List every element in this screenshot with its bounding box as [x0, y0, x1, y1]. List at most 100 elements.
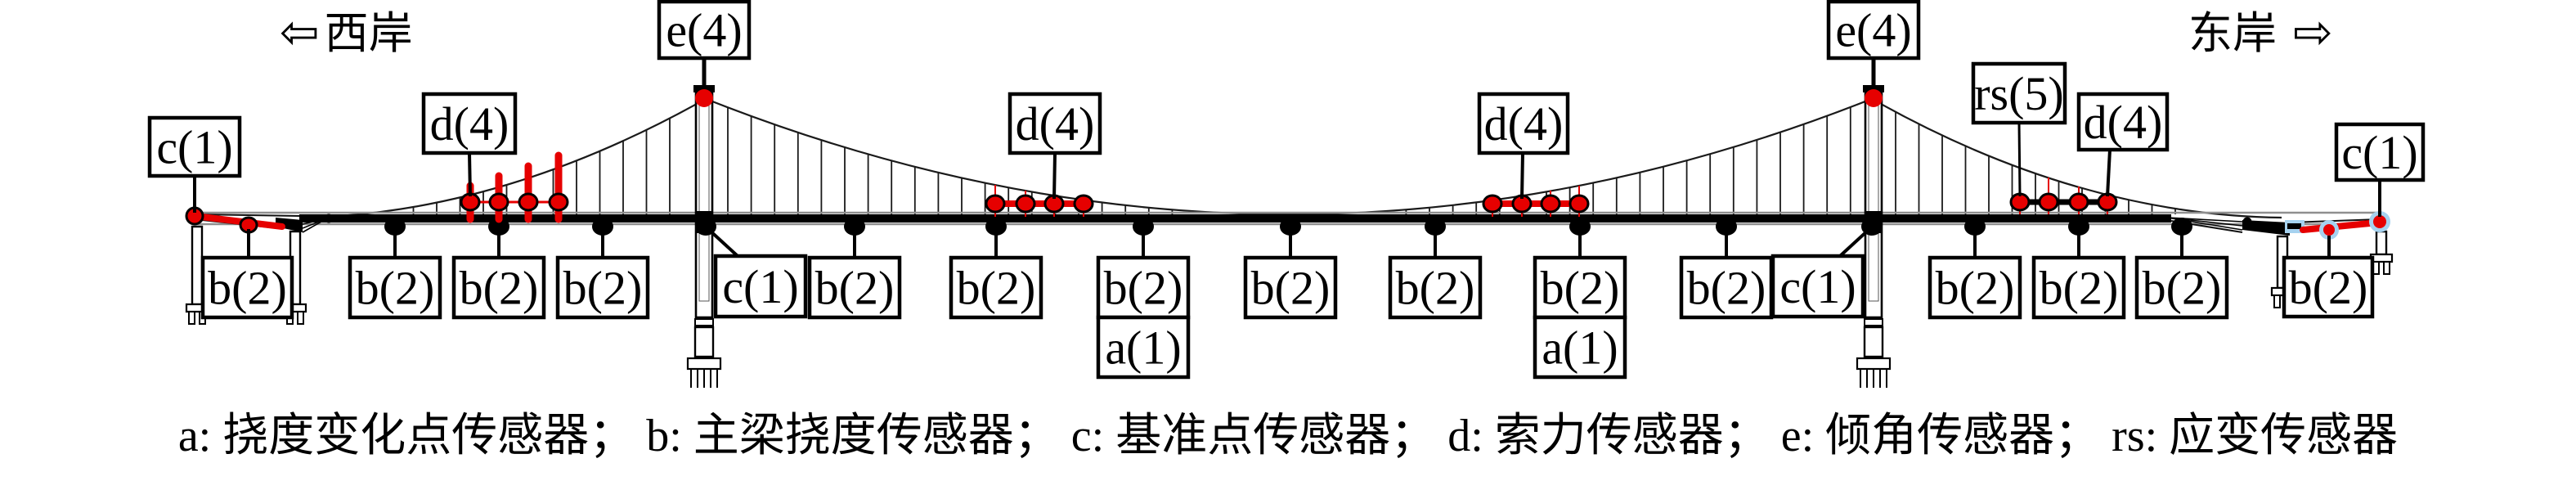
- girder-deflection-sensor-dot: [1964, 218, 1986, 236]
- label-frame-b2-3: [451, 255, 546, 320]
- deck-node-dot: [324, 214, 334, 223]
- label-frame-e4-east-tower: [1826, 0, 1921, 61]
- cable-force-sensor-dot: [2038, 192, 2059, 212]
- label-frame-rs5-east: [1971, 61, 2067, 125]
- label-frame-b2-11: [1679, 255, 1774, 320]
- cable-force-sensor-dot: [488, 192, 509, 212]
- label-frame-b2-12: [1928, 255, 2022, 320]
- label-frame-d4-mid-west: [1008, 92, 1102, 155]
- cable-force-sensor-dot: [1073, 194, 1094, 214]
- east-bank-label: 东岸: [2188, 9, 2277, 58]
- label-box-a1-east: a(1): [1533, 315, 1627, 380]
- label-frame-b2-6: [949, 255, 1043, 320]
- label-text-b2-14: b(2): [2143, 262, 2222, 315]
- label-text-c1-east-tower: c(1): [1779, 260, 1856, 313]
- girder-deflection-sensor-dot: [592, 218, 613, 236]
- tower-shaft: [694, 91, 714, 319]
- girder-deflection-sensor-dot: [1280, 218, 1301, 236]
- label-box-rs5-east: rs(5): [1971, 61, 2067, 125]
- label-connector-d4-east-side: [2106, 149, 2112, 197]
- label-box-b2-15: b(2): [2282, 255, 2375, 319]
- girder-deflection-sensor-dot: [1425, 218, 1446, 236]
- west-bank-banner: ⇦西岸: [280, 6, 413, 59]
- label-connector-c1-east-tower: [1838, 227, 1871, 258]
- east-arrow-icon: ⇨: [2293, 4, 2333, 60]
- label-box-b2-9: b(2): [1388, 255, 1483, 320]
- column-pile: [188, 311, 195, 325]
- label-text-d4-east-side: d(4): [2084, 96, 2163, 149]
- approach-line: [2289, 218, 2381, 223]
- label-box-b2-6: b(2): [949, 255, 1043, 320]
- label-connector-d4-west-side: [468, 152, 472, 197]
- tilt-sensor-dot: [1865, 89, 1883, 107]
- label-text-d4-mid-west: d(4): [1016, 97, 1095, 151]
- girder-deflection-sensor-dot: [985, 218, 1007, 236]
- tower-pile-cap: [686, 357, 722, 371]
- label-text-b2-5: b(2): [815, 262, 895, 315]
- label-frame-a1-east: [1533, 315, 1627, 380]
- label-frame-b2-15: [2282, 255, 2375, 319]
- tower-lower-segment: [693, 326, 715, 358]
- label-text-b2-13: b(2): [2040, 262, 2119, 315]
- east-bank-banner: 东岸 ⇨: [2188, 4, 2333, 60]
- label-box-b2-2: b(2): [348, 255, 442, 320]
- label-frame-b2-9: [1388, 255, 1483, 320]
- label-box-b2-11: b(2): [1679, 255, 1774, 320]
- cable-force-sensor-dot: [985, 194, 1006, 214]
- east-reference-beam: [2300, 219, 2381, 233]
- cable-force-sensor-dot: [2068, 192, 2089, 212]
- cable-force-sensor-dot: [1015, 194, 1036, 214]
- girder-deflection-sensor-dot: [488, 218, 509, 236]
- label-text-e4-west-tower: e(4): [666, 4, 742, 57]
- label-text-e4-east-tower: e(4): [1835, 4, 1911, 57]
- label-box-b2-4: b(2): [555, 255, 650, 320]
- label-text-b2-9: b(2): [1396, 262, 1475, 315]
- deck-node-dot: [2242, 217, 2252, 227]
- approach-column: [2375, 230, 2388, 256]
- label-text-b2-11: b(2): [1687, 262, 1766, 315]
- east-bearing-bar: [2287, 223, 2301, 229]
- label-text-b2-3: b(2): [460, 262, 539, 315]
- east-end-sensor-dot: [2323, 224, 2335, 236]
- label-box-c1-west-end: c(1): [147, 115, 242, 178]
- label-box-e4-west-tower: e(4): [657, 0, 752, 61]
- label-frame-b2-14: [2134, 255, 2229, 320]
- tilt-sensor-dot: [695, 89, 713, 107]
- label-frame-a1-west: [1096, 315, 1191, 380]
- label-text-c1-west-tower: c(1): [722, 260, 798, 313]
- label-box-c1-east-tower: c(1): [1770, 254, 1865, 319]
- label-text-b2-6: b(2): [957, 262, 1036, 315]
- legend-text: a: 挠度变化点传感器； b: 主梁挠度传感器； c: 基准点传感器； d: 索…: [177, 411, 2399, 461]
- label-frame-c1-east-tower: [1770, 254, 1865, 319]
- west-bank-label: 西岸: [324, 9, 413, 58]
- label-box-c1-west-tower: c(1): [713, 254, 808, 319]
- column-pile: [2383, 261, 2390, 275]
- west-reference-beam: [191, 213, 285, 230]
- label-box-e4-east-tower: e(4): [1826, 0, 1921, 61]
- tower-joint: [694, 318, 714, 326]
- approach-line: [194, 214, 300, 217]
- label-connector-c1-west-tower: [707, 227, 739, 258]
- cable-force-sensor-dot: [518, 192, 539, 212]
- cable-force-sensor-dot: [1482, 194, 1503, 214]
- anchor-wedge-east: [2242, 220, 2290, 236]
- tower-cap: [1863, 85, 1884, 92]
- label-frame-c1-west-tower: [713, 254, 808, 319]
- label-box-b2-5: b(2): [807, 255, 902, 320]
- girder-deflection-sensor-dot: [2068, 218, 2089, 236]
- label-text-a1-west: a(1): [1105, 321, 1181, 375]
- label-box-d4-east-side: d(4): [2076, 92, 2170, 152]
- label-box-c1-east-end: c(1): [2334, 122, 2426, 182]
- label-text-c1-east-end: c(1): [2341, 126, 2417, 179]
- anchor-wedge-west: [276, 218, 303, 232]
- tower-pile-cap: [1856, 357, 1892, 371]
- column-pile: [297, 311, 304, 325]
- label-connector-rs5-east: [2017, 122, 2022, 197]
- cable-force-sensor-dot: [1540, 194, 1561, 214]
- label-box-b2-10: b(2): [1533, 255, 1627, 320]
- label-text-b2-10: b(2): [1541, 262, 1620, 315]
- label-text-b2-12: b(2): [1936, 262, 2015, 315]
- girder-deflection-sensor-dot: [1716, 218, 1737, 236]
- label-box-d4-west-side: d(4): [421, 92, 518, 155]
